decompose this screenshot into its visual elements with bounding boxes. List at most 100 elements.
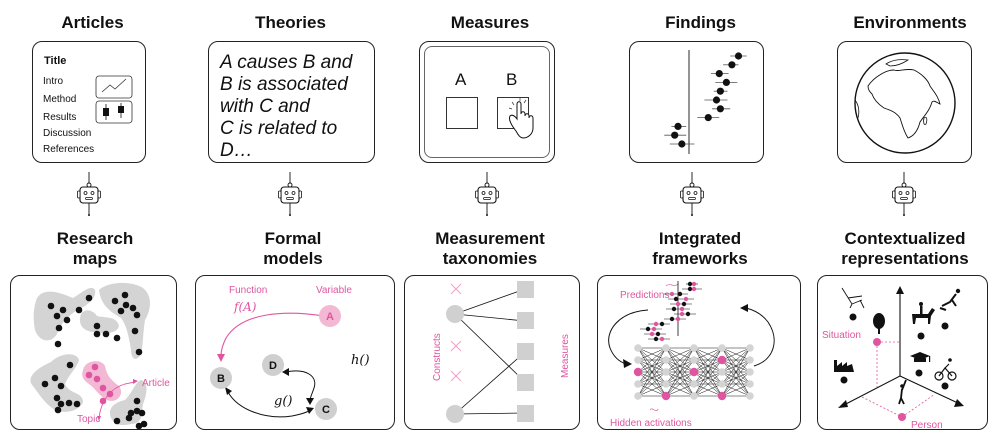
topic-label: Topic	[77, 414, 100, 425]
article-dot	[129, 304, 137, 312]
measures-card: A B	[419, 41, 555, 163]
effect-estimate	[728, 61, 736, 69]
prediction-point	[669, 291, 675, 297]
option-b-box[interactable]	[497, 97, 529, 129]
title-findings: Findings	[665, 13, 736, 32]
article-dot	[122, 301, 130, 309]
hidden-unit	[746, 392, 754, 400]
prediction-point	[671, 306, 677, 312]
prediction-point	[683, 296, 689, 302]
prediction-point	[681, 301, 687, 307]
tree-icon	[873, 313, 885, 334]
effect-estimate	[715, 70, 723, 78]
article-dot	[85, 294, 93, 302]
hidden-activations-label: Hidden activations	[610, 418, 692, 429]
prediction-point	[659, 336, 665, 342]
article-dot	[41, 380, 49, 388]
hidden-unit	[690, 392, 698, 400]
hidden-unit	[690, 380, 698, 388]
article-section-method: Method	[43, 94, 77, 105]
title-research-maps: Research maps	[30, 229, 160, 269]
person-label: Person	[911, 420, 943, 431]
article-dot	[51, 374, 59, 382]
situation-point	[873, 338, 881, 346]
horse-rider-icon	[912, 302, 935, 324]
golfer-icon	[898, 379, 907, 405]
factory-icon	[834, 360, 854, 372]
prediction-point	[669, 316, 675, 322]
hidden-unit	[718, 380, 726, 388]
graduation-cap-icon	[910, 352, 931, 362]
node-b: B	[210, 367, 232, 389]
predictions-label: Predictions	[620, 290, 669, 301]
hidden-unit	[718, 344, 726, 352]
hidden-unit	[662, 356, 670, 364]
article-dot	[113, 334, 121, 342]
svg-text:B: B	[217, 373, 225, 385]
article-dot	[102, 330, 110, 338]
active-hidden-unit	[689, 367, 699, 377]
frameworks-card: Predictions Hidden activations	[597, 275, 801, 430]
prediction-point	[675, 316, 681, 322]
context-point	[917, 332, 925, 340]
prediction-point	[679, 311, 685, 317]
article-dot	[121, 291, 129, 299]
effect-estimate	[722, 78, 730, 86]
title-measures: Measures	[450, 13, 530, 32]
measures-label: Measures	[560, 334, 571, 378]
contextualized-card: Situation Person	[817, 275, 988, 431]
hidden-unit	[662, 368, 670, 376]
theory-text-line-4: C is related to	[220, 118, 338, 139]
hidden-unit	[634, 380, 642, 388]
prediction-point	[659, 321, 665, 327]
integrated-framework-graph: Predictions Hidden activations	[608, 281, 775, 429]
title-theories: Theories	[255, 13, 326, 32]
option-a-box[interactable]	[446, 97, 478, 129]
article-dot	[133, 407, 141, 415]
hidden-unit	[718, 368, 726, 376]
article-dot	[75, 306, 83, 314]
title-line-1: Integrated	[658, 229, 742, 248]
theory-text-line-2: B is associated	[220, 74, 348, 95]
effect-estimate	[716, 87, 724, 95]
title-formal-models: Formal models	[228, 229, 358, 269]
hand-pointer-icon	[508, 98, 534, 139]
article-label: Article	[142, 378, 170, 389]
article-dot	[133, 311, 141, 319]
environments-card	[837, 41, 972, 163]
title-line-2: models	[263, 249, 323, 268]
article-dot	[54, 406, 62, 414]
prediction-point	[679, 306, 685, 312]
effect-estimate	[716, 105, 724, 113]
article-dot	[53, 312, 61, 320]
article-dot	[59, 306, 67, 314]
node-d: D	[262, 354, 284, 376]
contextualized-space: Situation Person	[822, 286, 964, 431]
edge-h-label: h()	[351, 353, 370, 368]
article-dot	[131, 327, 139, 335]
prediction-point	[651, 326, 657, 332]
effect-estimate	[671, 131, 679, 139]
topic-article-dot	[85, 371, 93, 379]
cluster-blob	[79, 310, 119, 334]
screen-inner-frame	[424, 46, 550, 158]
constructs-label: Constructs	[432, 333, 443, 381]
topic-blob	[82, 361, 122, 401]
line-chart-icon	[95, 75, 133, 99]
title-articles: Articles	[61, 13, 124, 32]
hidden-unit	[634, 392, 642, 400]
construct-node	[446, 305, 464, 323]
title-line-1: Research	[56, 229, 134, 248]
article-dot	[138, 409, 146, 417]
effect-estimate	[704, 114, 712, 122]
title-line-2: frameworks	[652, 249, 748, 268]
hidden-unit	[634, 356, 642, 364]
forest-plot	[664, 50, 747, 154]
prediction-point	[685, 311, 691, 317]
hidden-unit	[690, 356, 698, 364]
svg-text:C: C	[322, 404, 330, 416]
hidden-unit	[746, 380, 754, 388]
article-dot	[113, 417, 121, 425]
article-section-references: References	[43, 144, 95, 155]
title-line-1: Formal	[264, 229, 322, 248]
